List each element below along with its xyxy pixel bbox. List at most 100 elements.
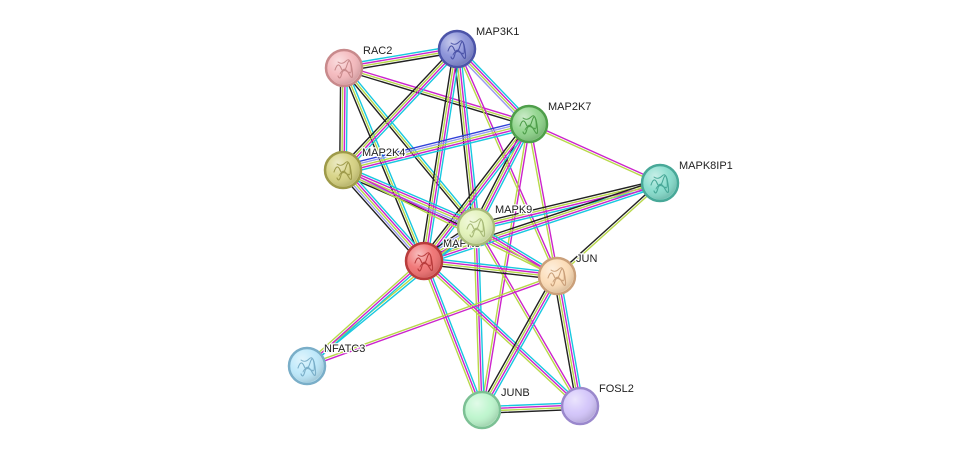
edge-mapk8ip1-jun[interactable] [555, 181, 662, 278]
edge-mapk8ip1-mapk8[interactable] [422, 179, 662, 265]
node-jun[interactable]: JUN [537, 252, 599, 296]
edge-line-curated [345, 166, 428, 259]
edge-map2k7-jun[interactable] [527, 123, 559, 277]
edge-line-textmining [474, 122, 529, 228]
edge-line-curated [425, 125, 533, 264]
edge-map3k1-map2k4[interactable] [339, 46, 461, 173]
edge-line-curated [344, 50, 461, 173]
node-map2k7[interactable]: MAP2K7 [509, 100, 593, 144]
node-fosl2[interactable]: FOSL2 [560, 382, 635, 426]
edge-line-textmining [555, 275, 580, 407]
edge-map2k7-mapk8[interactable] [420, 121, 533, 264]
edge-mapk8-junb[interactable] [421, 259, 485, 412]
edge-line-textmining [343, 67, 530, 125]
edge-line-curated [343, 127, 531, 175]
protein-structure-icon [334, 59, 354, 79]
edge-line-experimental [306, 260, 425, 367]
edge-line-textmining [343, 67, 477, 228]
edge-line-curated [459, 47, 480, 228]
edge-jun-junb[interactable] [478, 273, 561, 413]
edge-line-curated [426, 48, 461, 263]
node-nfatc3[interactable]: NFATC3 [287, 342, 367, 386]
edge-line-experimental [423, 260, 483, 411]
edge-line-coexpression [553, 275, 578, 408]
node-highlight [326, 153, 360, 187]
edge-line-textmining [527, 123, 557, 277]
node-label: FOSL2 [599, 383, 634, 395]
edge-line-textmining [473, 226, 481, 411]
edge-line-curated [423, 257, 559, 274]
protein-structure-icon [519, 115, 539, 135]
edge-line-curated [425, 259, 485, 410]
edge-line-curated [478, 124, 533, 230]
edge-line-experimental [423, 259, 558, 276]
edge-line-curated [344, 65, 479, 227]
edge-line-coexpression [420, 47, 455, 262]
node-rac2[interactable]: RAC2 [324, 44, 394, 88]
edge-mapk8-fosl2[interactable] [421, 258, 583, 409]
edge-map2k4-mapk8[interactable] [339, 166, 428, 265]
protein-structure-icon [297, 357, 317, 377]
node-label: JUN [576, 253, 597, 265]
edge-line-experimental [482, 275, 559, 412]
edge-jun-nfatc3[interactable] [305, 274, 559, 368]
node-highlight [563, 389, 597, 423]
edge-map2k7-mapk8ip1[interactable] [527, 122, 662, 185]
edge-mapk8-nfatc3[interactable] [304, 258, 427, 369]
node-label: MAPK8IP1 [679, 160, 733, 172]
edge-line-textmining [474, 226, 580, 408]
node-highlight [407, 244, 441, 278]
node-highlight [290, 349, 324, 383]
edge-line-coexpression [420, 121, 528, 260]
node-mapk9[interactable]: MAPK9 [456, 203, 534, 247]
node-label: MAP2K4 [362, 147, 405, 159]
node-map2k4[interactable]: MAP2K4 [323, 146, 407, 190]
edge-line-experimental [343, 167, 478, 226]
node-mapk8[interactable]: MAPK8 [404, 237, 482, 281]
edge-line-textmining [421, 261, 580, 409]
edge-map2k7-mapk9[interactable] [472, 121, 533, 230]
edge-mapk9-junb[interactable] [473, 226, 485, 411]
edge-line-coexpression [555, 181, 660, 276]
edge-line-curated [307, 261, 427, 369]
node-label: MAPK9 [495, 204, 532, 216]
edge-line-coexpression [472, 121, 527, 227]
edge-line-coexpression [343, 51, 459, 72]
edge-map2k7-map2k4[interactable] [341, 119, 531, 175]
edge-line-textmining [423, 261, 558, 278]
edge-line-coexpression [422, 179, 660, 259]
edges-layer [304, 45, 662, 414]
edge-line-experimental [423, 183, 662, 263]
node-highlight [512, 107, 546, 141]
edge-line-experimental [343, 49, 459, 172]
edge-line-homology [341, 121, 530, 169]
edge-line-curated [342, 45, 458, 66]
node-label: RAC2 [363, 45, 392, 57]
edge-mapk9-fosl2[interactable] [474, 225, 582, 408]
edge-line-experimental [306, 276, 559, 368]
node-map3k1[interactable]: MAP3K1 [437, 25, 521, 69]
node-junb[interactable]: JUNB [462, 386, 531, 430]
edge-map3k1-mapk8[interactable] [420, 47, 461, 263]
node-highlight [540, 259, 574, 293]
edge-line-experimental [476, 123, 531, 229]
edge-line-textmining [341, 47, 457, 170]
edge-line-experimental [475, 226, 483, 411]
node-label: MAP2K7 [548, 101, 591, 113]
edge-line-experimental [343, 65, 531, 123]
protein-structure-icon [650, 174, 670, 194]
edge-line-coexpression [422, 263, 558, 280]
node-mapk8ip1[interactable]: MAPK8IP1 [640, 159, 734, 203]
edge-jun-fosl2[interactable] [553, 274, 584, 408]
edge-line-coexpression [478, 273, 555, 410]
edge-line-curated [477, 226, 485, 411]
edge-line-curated [484, 276, 561, 413]
edge-line-experimental [476, 225, 582, 407]
edge-line-textmining [304, 258, 424, 366]
edge-mapk8-jun[interactable] [422, 257, 559, 280]
edge-line-textmining [422, 48, 457, 262]
protein-structure-icon [466, 218, 486, 238]
edge-line-homology [340, 170, 424, 264]
edge-rac2-map2k7[interactable] [342, 65, 531, 127]
